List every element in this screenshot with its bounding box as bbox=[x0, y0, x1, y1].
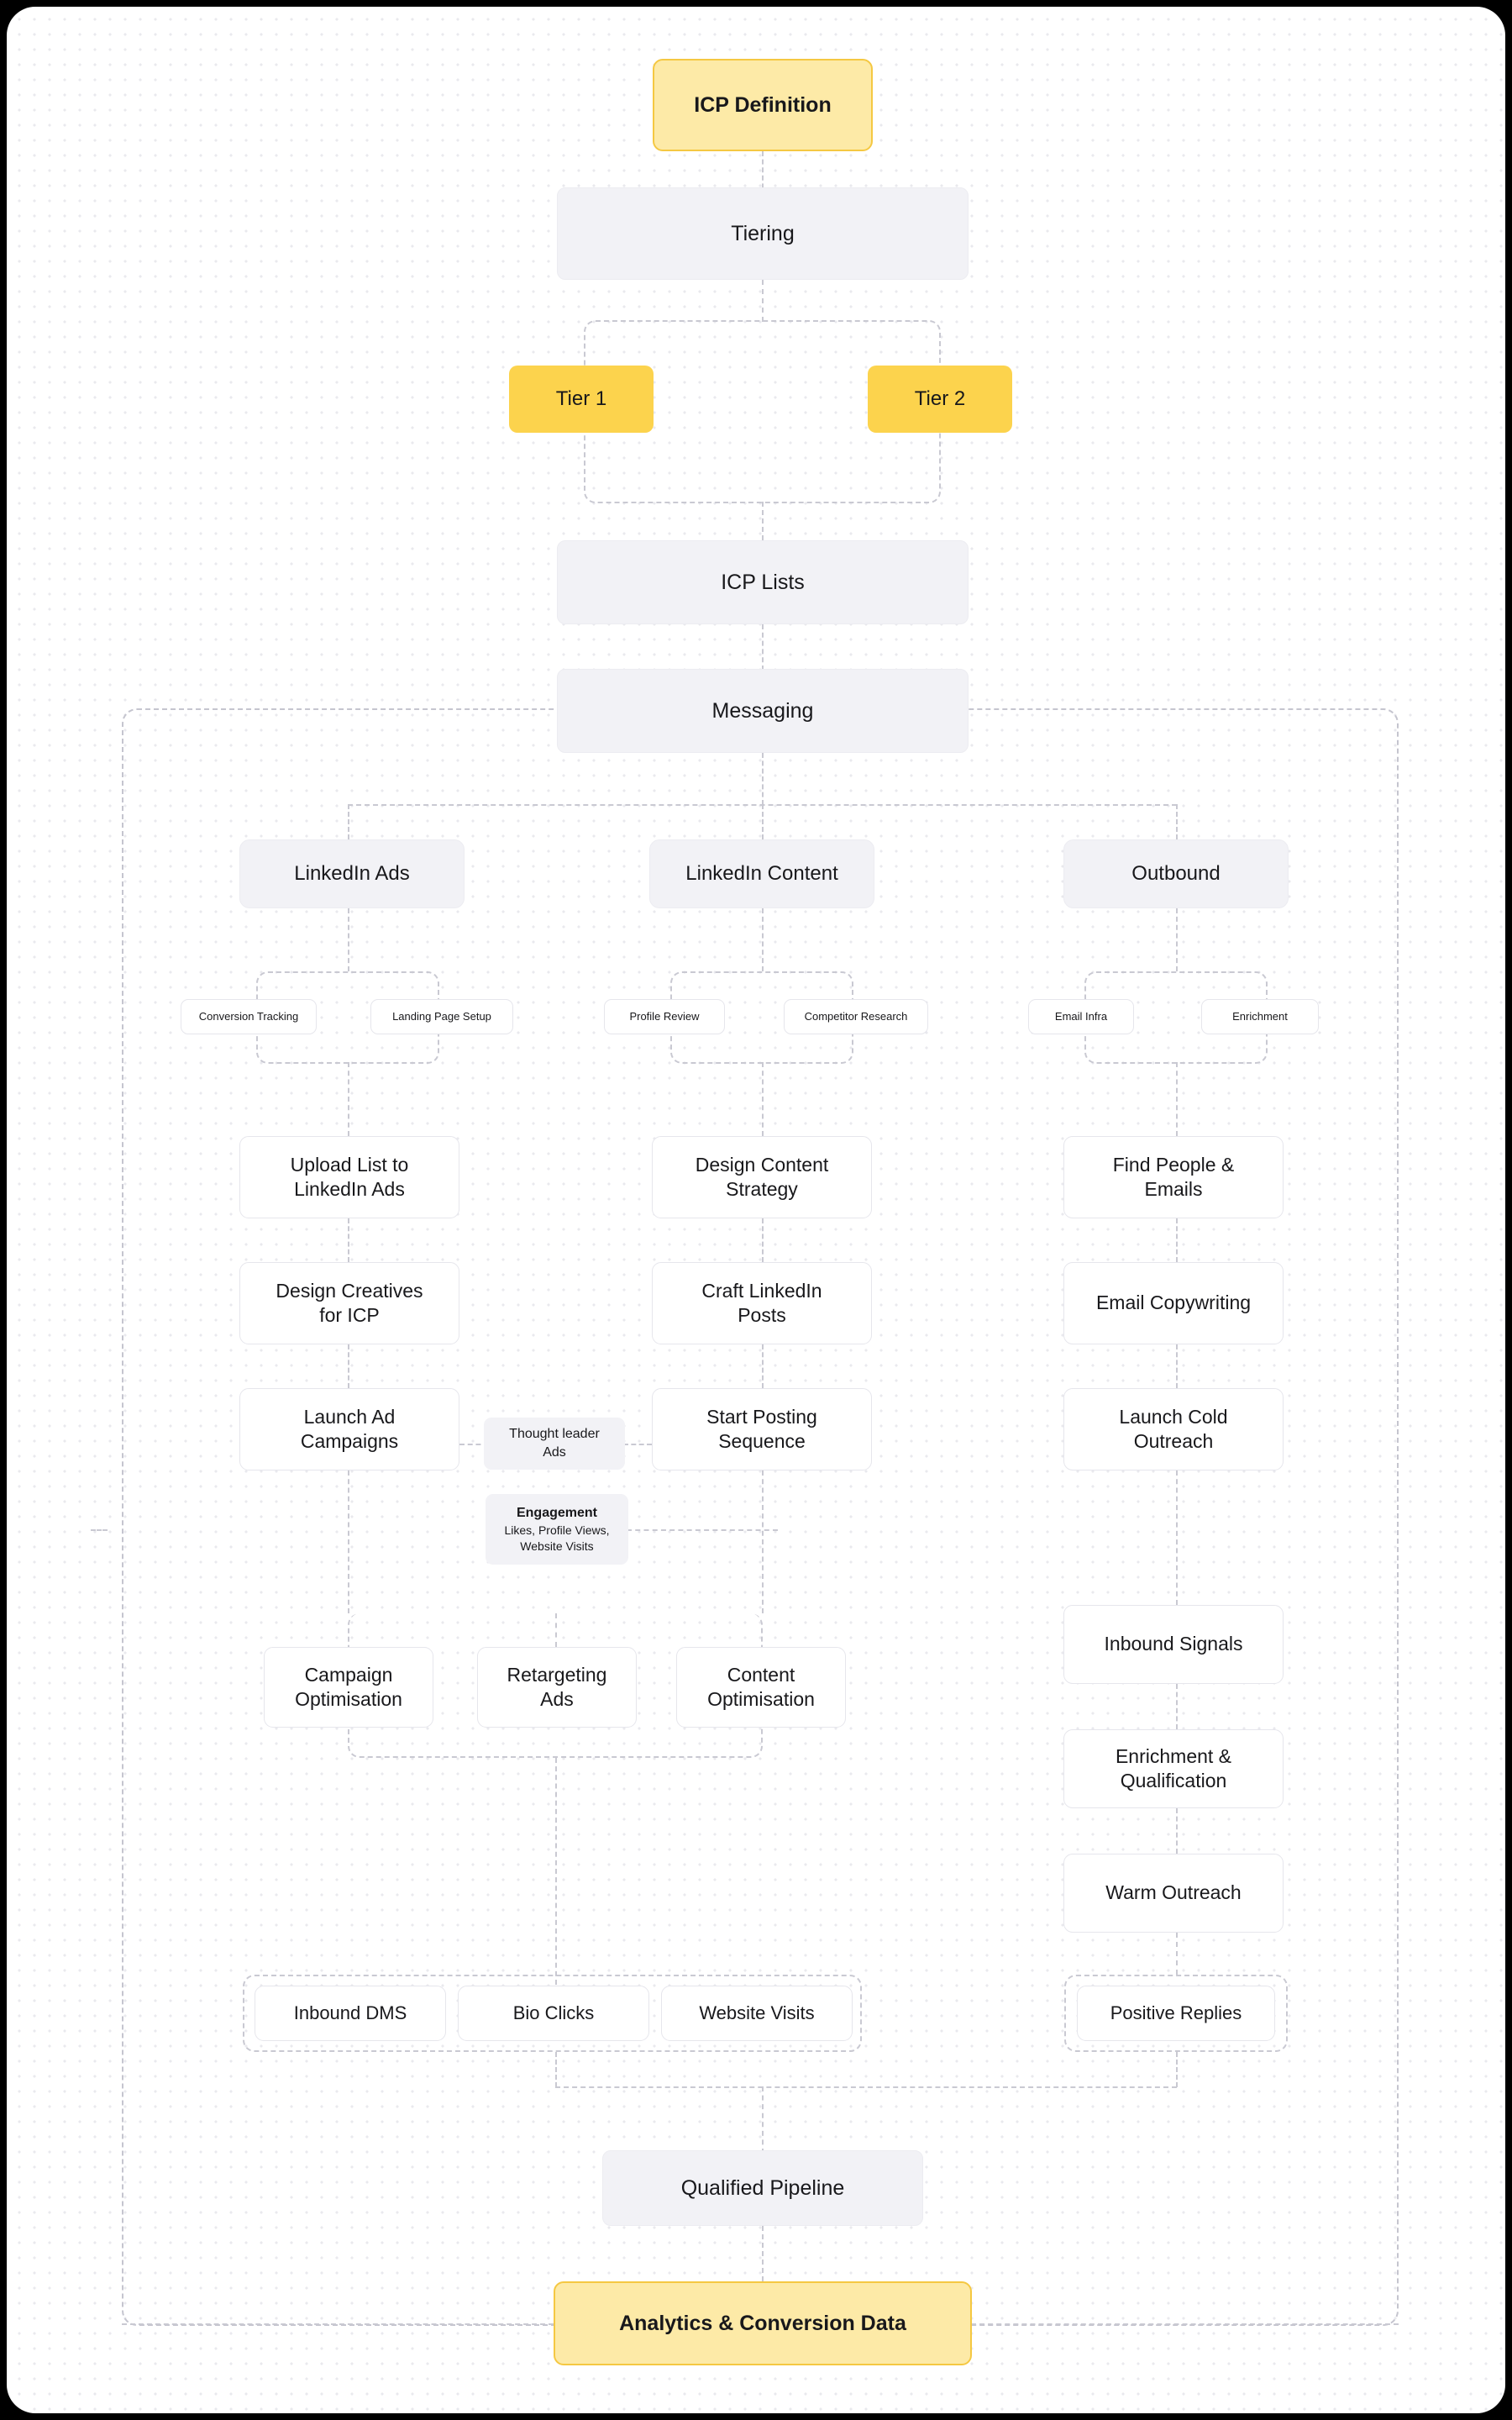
connector-outbound-task1-task2 bbox=[1176, 1218, 1178, 1262]
lane-header-linkedin-ads[interactable]: LinkedIn Ads bbox=[239, 839, 465, 908]
connector-tiering-to-tierbracket bbox=[762, 280, 764, 322]
outcome-positive-replies[interactable]: Positive Replies bbox=[1077, 1986, 1275, 2041]
connector-fanout-to-outbound bbox=[1176, 804, 1178, 839]
connector-analytics-left-rail bbox=[122, 2323, 554, 2325]
connector-inbound-to-enrichqual bbox=[1176, 1684, 1178, 1729]
connector-pipeline-to-analytics bbox=[762, 2226, 764, 2281]
connector-ads-task2-task3 bbox=[348, 1344, 349, 1388]
note-thought-leader-ads-label: Thought leader Ads bbox=[509, 1427, 600, 1460]
task-craft-linkedin-posts[interactable]: Craft LinkedIn Posts bbox=[652, 1262, 872, 1344]
connector-ads-to-chips bbox=[348, 908, 349, 971]
task-campaign-optimisation[interactable]: Campaign Optimisation bbox=[264, 1647, 433, 1728]
connector-icp-to-tiering bbox=[762, 151, 764, 197]
outcome-bio-clicks[interactable]: Bio Clicks bbox=[458, 1986, 649, 2041]
task-retargeting-ads[interactable]: Retargeting Ads bbox=[477, 1647, 637, 1728]
connector-coldoutreach-to-inbound bbox=[1176, 1470, 1178, 1605]
node-messaging[interactable]: Messaging bbox=[557, 669, 969, 753]
connector-outcomes-left-down bbox=[555, 2052, 557, 2087]
connector-analytics-right-rail bbox=[971, 2323, 1399, 2325]
connector-content-chips-to-task bbox=[762, 1062, 764, 1136]
connector-content-task1-task2 bbox=[762, 1218, 764, 1262]
chip-landing-page-setup[interactable]: Landing Page Setup bbox=[370, 999, 513, 1034]
task-enrichment-qualification[interactable]: Enrichment & Qualification bbox=[1063, 1729, 1284, 1808]
connector-outbound-to-chips bbox=[1176, 908, 1178, 971]
node-qualified-pipeline[interactable]: Qualified Pipeline bbox=[602, 2150, 923, 2226]
connector-launchads-down bbox=[348, 1470, 349, 1613]
node-tier-2[interactable]: Tier 2 bbox=[868, 366, 1012, 433]
task-warm-outreach[interactable]: Warm Outreach bbox=[1063, 1854, 1284, 1933]
connector-thoughtleader-to-posting bbox=[623, 1444, 652, 1445]
task-launch-ad-campaigns[interactable]: Launch Ad Campaigns bbox=[239, 1388, 459, 1470]
connector-outbound-chips-to-task bbox=[1176, 1062, 1178, 1136]
node-icp-lists[interactable]: ICP Lists bbox=[557, 540, 969, 624]
outcome-inbound-dms[interactable]: Inbound DMS bbox=[255, 1986, 446, 2041]
task-content-optimisation[interactable]: Content Optimisation bbox=[676, 1647, 846, 1728]
outcomes-left-container bbox=[243, 1975, 862, 2052]
node-tiering[interactable]: Tiering bbox=[557, 187, 969, 280]
chip-competitor-research[interactable]: Competitor Research bbox=[784, 999, 928, 1034]
task-upload-list-linkedin-ads[interactable]: Upload List to LinkedIn Ads bbox=[239, 1136, 459, 1218]
connector-ads-chips-to-task bbox=[348, 1062, 349, 1136]
note-engagement[interactable]: Engagement Likes, Profile Views, Website… bbox=[486, 1494, 628, 1565]
connector-ads-task1-task2 bbox=[348, 1218, 349, 1262]
chip-profile-review[interactable]: Profile Review bbox=[604, 999, 725, 1034]
task-find-people-emails[interactable]: Find People & Emails bbox=[1063, 1136, 1284, 1218]
task-inbound-signals[interactable]: Inbound Signals bbox=[1063, 1605, 1284, 1684]
task-email-copywriting[interactable]: Email Copywriting bbox=[1063, 1262, 1284, 1344]
task-design-creatives-icp[interactable]: Design Creatives for ICP bbox=[239, 1262, 459, 1344]
diagram-canvas: ICP Definition Tiering Tier 1 Tier 2 ICP… bbox=[7, 7, 1505, 2413]
node-icp-definition[interactable]: ICP Definition bbox=[653, 59, 873, 151]
connector-engagement-left bbox=[91, 1529, 108, 1531]
connector-fanout-to-content bbox=[762, 804, 764, 839]
connector-outcomes-right-down bbox=[1176, 2052, 1178, 2087]
connector-content-to-chips bbox=[762, 908, 764, 971]
connector-messaging-down bbox=[762, 753, 764, 805]
task-launch-cold-outreach[interactable]: Launch Cold Outreach bbox=[1063, 1388, 1284, 1470]
connector-enrichqual-to-warm bbox=[1176, 1808, 1178, 1854]
outcomes-right-container bbox=[1064, 1975, 1288, 2052]
connector-tierbracket-to-icplists bbox=[762, 502, 764, 549]
lane-header-outbound[interactable]: Outbound bbox=[1063, 839, 1289, 908]
note-engagement-subtitle: Likes, Profile Views, Website Visits bbox=[504, 1523, 610, 1553]
note-thought-leader-ads[interactable]: Thought leader Ads bbox=[484, 1418, 625, 1470]
note-engagement-title: Engagement bbox=[516, 1506, 597, 1521]
task-start-posting-sequence[interactable]: Start Posting Sequence bbox=[652, 1388, 872, 1470]
connector-fanout-to-ads bbox=[348, 804, 349, 839]
funnel-group-container bbox=[122, 708, 1399, 2326]
connector-optimisation-to-outcomes bbox=[555, 1758, 557, 1985]
chip-email-infra[interactable]: Email Infra bbox=[1028, 999, 1134, 1034]
connector-engagement-to-right bbox=[627, 1529, 778, 1531]
task-design-content-strategy[interactable]: Design Content Strategy bbox=[652, 1136, 872, 1218]
connector-outbound-task2-task3 bbox=[1176, 1344, 1178, 1388]
node-analytics-conversion-data[interactable]: Analytics & Conversion Data bbox=[554, 2281, 972, 2365]
connector-optimisation-mid-down bbox=[555, 1613, 557, 1647]
lane-header-linkedin-content[interactable]: LinkedIn Content bbox=[649, 839, 874, 908]
outcome-website-visits[interactable]: Website Visits bbox=[661, 1986, 853, 2041]
chip-conversion-tracking[interactable]: Conversion Tracking bbox=[181, 999, 317, 1034]
node-tier-1[interactable]: Tier 1 bbox=[509, 366, 654, 433]
connector-icplists-to-messaging bbox=[762, 624, 764, 671]
chip-enrichment[interactable]: Enrichment bbox=[1201, 999, 1319, 1034]
connector-merge-to-pipeline bbox=[762, 2086, 764, 2154]
connector-warm-to-positive bbox=[1176, 1933, 1178, 1975]
connector-outcomes-merge bbox=[555, 2086, 1177, 2088]
connector-posting-down bbox=[762, 1470, 764, 1613]
connector-content-task2-task3 bbox=[762, 1344, 764, 1388]
